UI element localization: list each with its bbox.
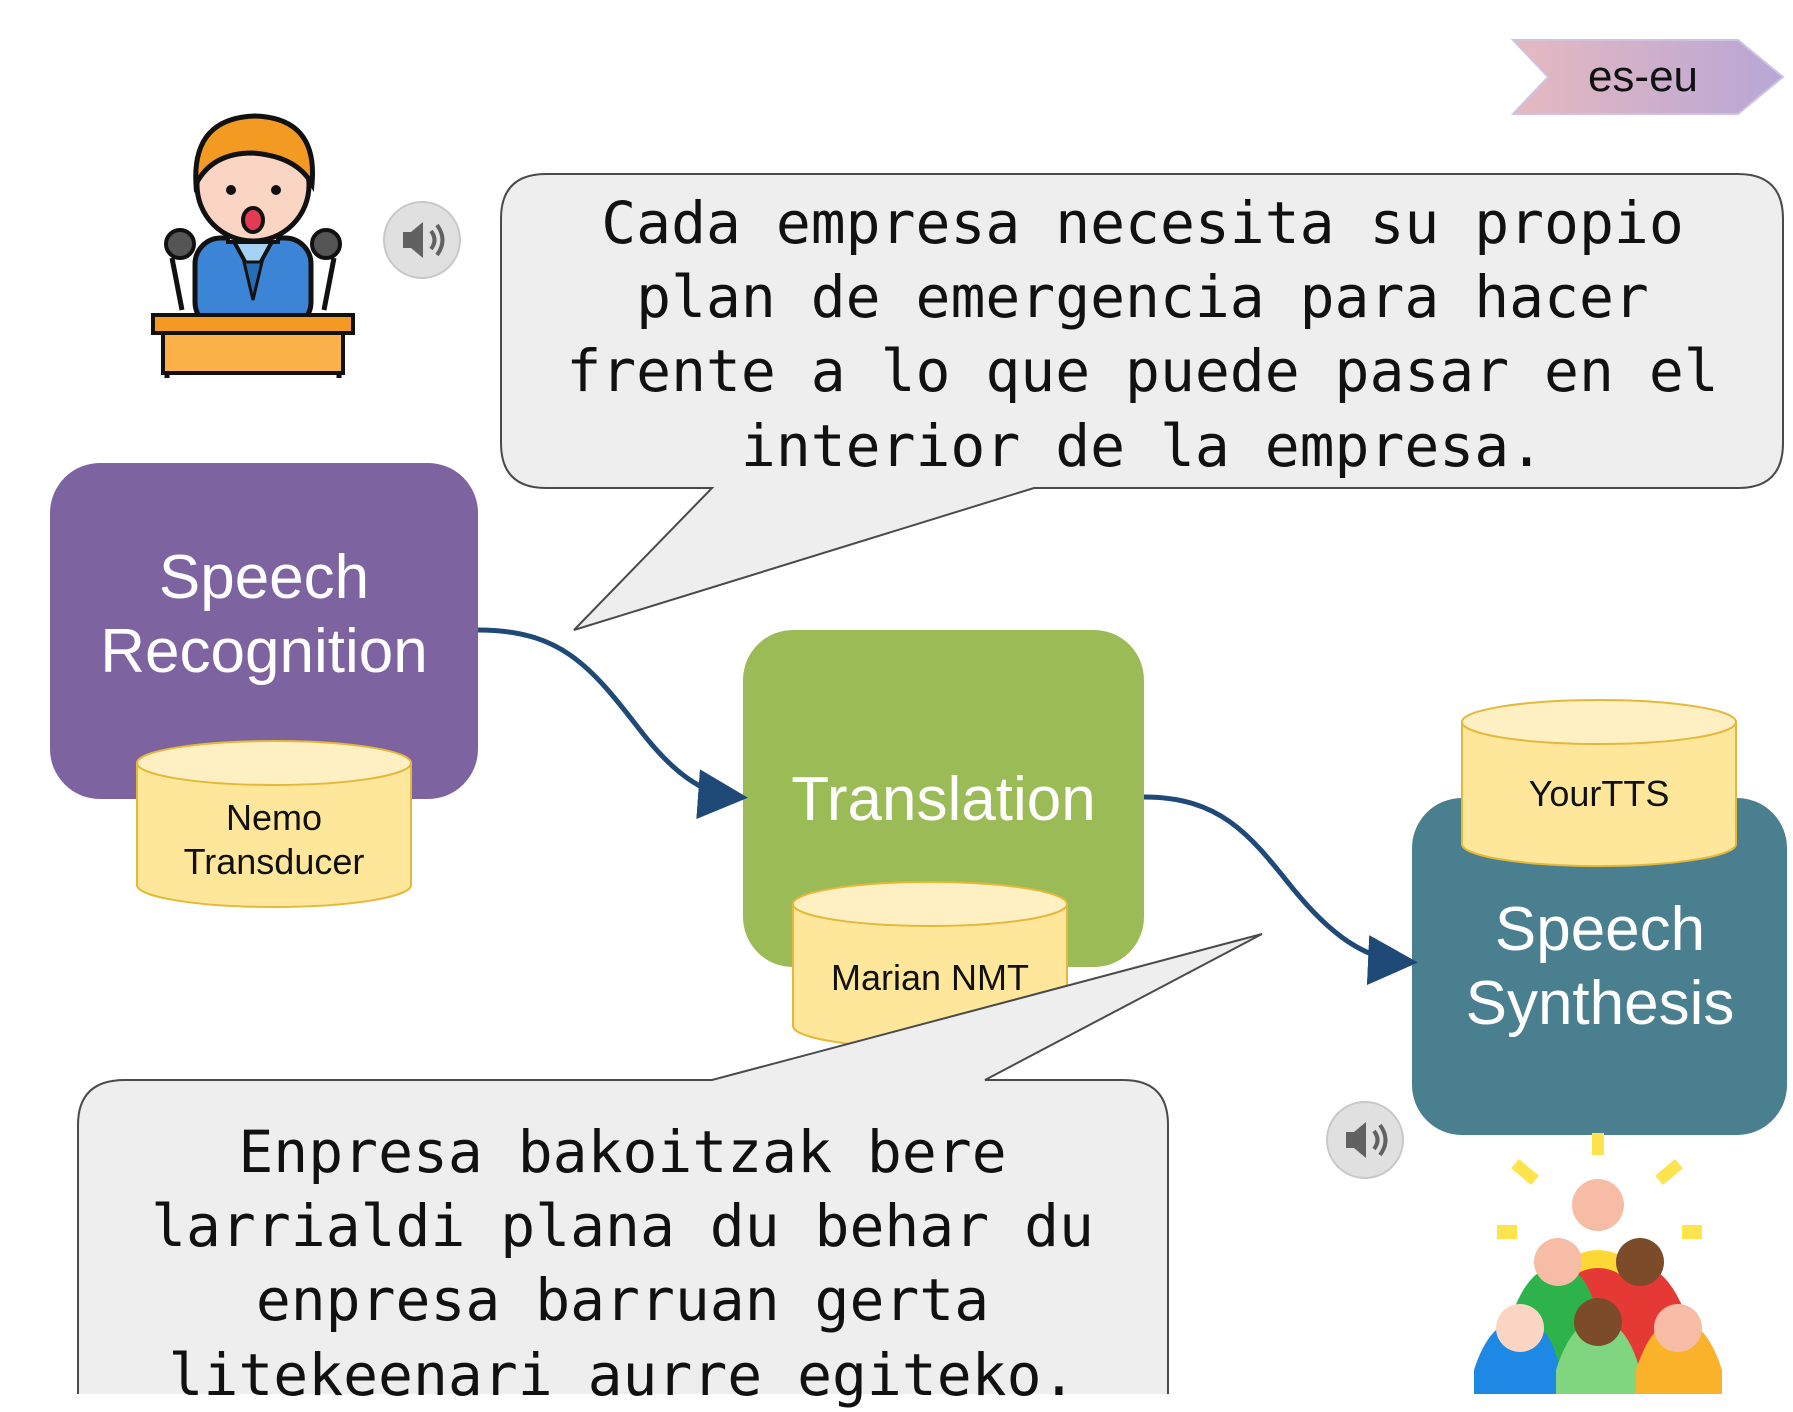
nemo-transducer-database <box>136 740 412 908</box>
nemo-transducer-label: Nemo Transducer <box>183 797 365 882</box>
yourtts-database <box>1461 699 1737 867</box>
yourtts-label: YourTTS <box>1528 773 1670 815</box>
audio-output-button[interactable] <box>1326 1101 1404 1179</box>
source-bubble-text: Cada empresa necesita su propio plan de … <box>566 189 1719 480</box>
source-speech-bubble <box>500 173 1784 631</box>
speech-recognition-label: Speech Recognition <box>100 542 428 686</box>
mt-to-tts-arrow <box>1143 794 1418 986</box>
audience-crowd-icon <box>1474 1133 1722 1394</box>
language-tag-shape <box>1510 39 1785 115</box>
audio-input-button[interactable] <box>383 201 461 279</box>
marian-nmt-label: Marian NMT <box>830 957 1030 999</box>
audio-speaker-icon <box>1346 1122 1388 1158</box>
speaker-at-podium-icon <box>151 113 355 378</box>
speech-synthesis-label: Speech Synthesis <box>1465 894 1735 1038</box>
translation-box <box>743 630 1144 967</box>
audio-speaker-icon <box>403 222 445 258</box>
target-bubble-text: Enpresa bakoitzak bere larrialdi plana d… <box>151 1118 1094 1409</box>
speech-recognition-box <box>50 463 478 799</box>
target-speech-bubble <box>77 933 1263 1394</box>
asr-to-mt-arrow <box>477 627 748 820</box>
language-tag-label: es-eu <box>1587 52 1699 101</box>
speech-synthesis-box <box>1412 798 1787 1135</box>
translation-label: Translation <box>791 764 1096 834</box>
